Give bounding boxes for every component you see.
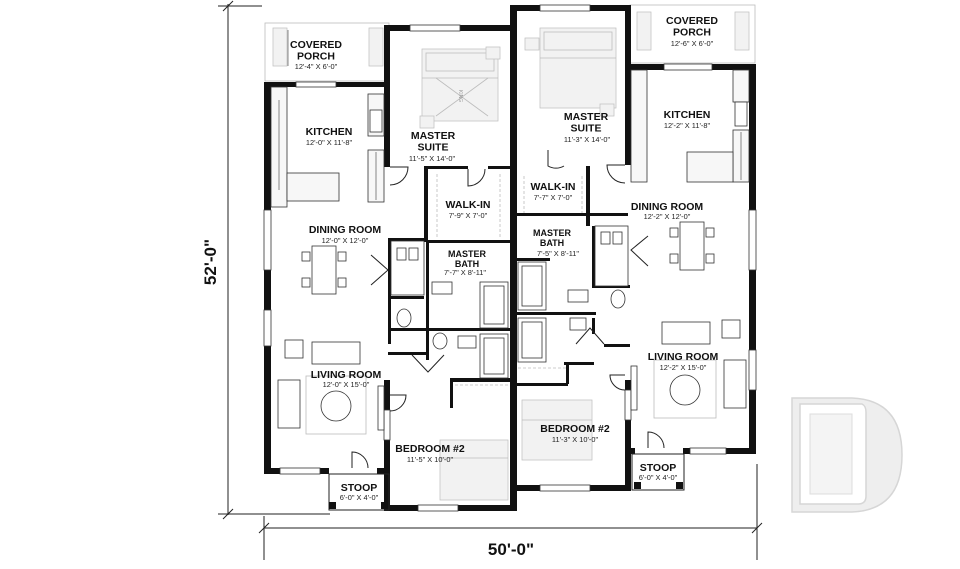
living-furniture-left: [277, 339, 385, 435]
right-living-name: LIVING ROOM: [648, 351, 719, 363]
dining-table-right: [669, 221, 715, 271]
drummond-d-logo-icon: [791, 397, 903, 513]
kitchen-right: [630, 69, 750, 183]
right-master-suite-size: 11'-3" X 14'-0": [564, 135, 611, 144]
windows: [263, 4, 757, 512]
right-dining-name: DINING ROOM: [631, 201, 704, 213]
left-dining-size: 12'-0" X 12'-0": [322, 236, 369, 245]
right-walk-in-size: 7'-7" X 7'-0": [534, 193, 573, 202]
left-master-suite-size: 11'-5" X 14'-0": [409, 154, 456, 163]
right-dining-size: 12'-2" X 12'-0": [644, 212, 691, 221]
dining-table-left: [301, 245, 347, 295]
right-stoop-size: 6'-0" X 4'-0": [639, 473, 678, 482]
left-kitchen-size: 12'-0" X 11'-8": [306, 138, 353, 147]
left-bedroom-size: 11'-5" X 10'-0": [407, 455, 454, 464]
stoops: [328, 453, 685, 511]
width-dimension-label: 50'-0": [488, 540, 534, 559]
doors: [351, 150, 665, 469]
left-bedroom-name: BEDROOM #2: [395, 443, 465, 455]
left-walk-in-size: 7'-9" X 7'-0": [449, 211, 488, 220]
left-living-name: LIVING ROOM: [311, 369, 382, 381]
bath-left: [390, 240, 509, 379]
bath-right: [517, 225, 629, 363]
left-bed-label: KING: [457, 90, 463, 102]
living-furniture-right: [630, 319, 747, 419]
right-porch-size: 12'-6" X 6'-0": [671, 39, 714, 48]
dimension-lines: [218, 0, 763, 560]
right-stoop-name: STOOP: [640, 462, 677, 474]
left-walk-in-name: WALK-IN: [446, 199, 491, 211]
left-dining-name: DINING ROOM: [309, 224, 382, 236]
right-bedroom-size: 11'-3" X 10'-0": [552, 435, 599, 444]
kitchen-left: [270, 86, 385, 208]
left-stoop-size: 6'-0" X 4'-0": [340, 493, 379, 502]
right-living-size: 12'-2" X 15'-0": [660, 363, 707, 372]
left-master-bath-size: 7'-7" X 8'-11": [444, 268, 486, 277]
left-living-size: 12'-0" X 15'-0": [323, 380, 370, 389]
left-stoop-name: STOOP: [341, 482, 378, 494]
right-master-bath-size: 7'-5" X 8'-11": [537, 249, 579, 258]
right-bedroom-name: BEDROOM #2: [540, 423, 610, 435]
left-kitchen-name: KITCHEN: [306, 126, 353, 138]
left-porch-size: 12'-4" X 6'-0": [295, 62, 338, 71]
right-kitchen-size: 12'-2" X 11'-8": [664, 121, 711, 130]
right-kitchen-name: KITCHEN: [664, 109, 711, 121]
depth-dimension-label: 52'-0": [201, 239, 220, 285]
right-walk-in-name: WALK-IN: [531, 181, 576, 193]
